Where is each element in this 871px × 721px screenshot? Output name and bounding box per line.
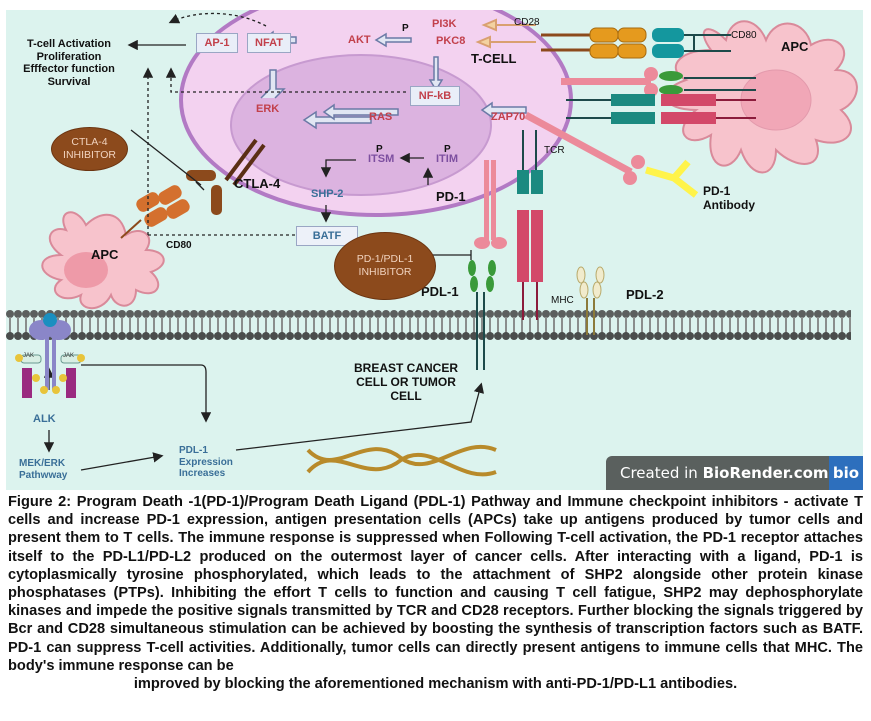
tcr-mhc-complex-vertical	[517, 130, 543, 320]
shp2-node: SHP-2	[311, 188, 344, 200]
biorender-watermark: Created in BioRender.com bio	[606, 456, 863, 490]
tumor-cell-membrane	[6, 310, 851, 340]
tcr-label: TCR	[544, 145, 565, 156]
ras-node: RAS	[369, 111, 393, 123]
outcomes-label: T-cell Activation Proliferation Efffecto…	[23, 38, 115, 88]
t-cell-label: T-CELL	[471, 51, 517, 66]
cd80-left-label: CD80	[166, 240, 192, 251]
jak-right-label: JAK	[63, 353, 75, 359]
cd80-left-ligand	[120, 185, 190, 239]
apc-top-label: APC	[781, 39, 809, 54]
p-itim-label: P	[444, 144, 451, 155]
ctla4-inhibitor: CTLA-4 INHIBITOR	[51, 127, 128, 171]
jak-receptor	[15, 313, 85, 398]
jak-left-label: JAK	[23, 353, 35, 359]
erk-node: ERK	[256, 103, 280, 115]
apc-left-label: APC	[91, 247, 119, 262]
akt-node: AKT	[348, 34, 371, 46]
biorender-logo-icon: bio	[829, 456, 863, 490]
caption-last-line: improved by blocking the aforementioned …	[133, 676, 738, 693]
dna-helix	[306, 444, 497, 477]
nfkb-node: NF-kB	[410, 86, 460, 106]
cd28-label: CD28	[514, 17, 540, 28]
pkc8-node: PKC8	[436, 35, 466, 47]
cd28-signal-arrows	[475, 18, 536, 49]
cd28-cd80-complex	[541, 27, 731, 59]
pathway-figure: T-cell Activation Proliferation Efffecto…	[6, 10, 863, 490]
itsm-node: ITSM	[368, 153, 395, 165]
pd1-label: PD-1	[436, 189, 466, 204]
pd1-antibody-label: PD-1 Antibody	[703, 184, 755, 212]
itim-node: ITIM	[436, 153, 458, 165]
pi3k-node: PI3K	[432, 18, 457, 30]
p-akt-label: P	[402, 23, 409, 34]
apc-top-right-cell	[665, 20, 858, 174]
ctla4-label: CTLA-4	[234, 176, 281, 191]
zap70-node: ZAP70	[491, 111, 526, 123]
pdl1-expression-increases: PDL-1 Expression Increases	[179, 445, 233, 479]
cd80-top-label: CD80	[731, 30, 757, 41]
ctla4-receptor	[186, 138, 266, 215]
pathway-diagram-graphics	[6, 10, 858, 477]
mek-erk-pathway: MEK/ERK Pathwway	[19, 458, 68, 481]
p-itsm-label: P	[376, 144, 383, 155]
tumor-cell-label: BREAST CANCER CELL OR TUMOR CELL	[353, 361, 458, 403]
apc-left-cell	[41, 211, 165, 310]
pd1-antibody-shape	[645, 159, 699, 198]
caption-body: Figure 2: Program Death -1(PD-1)/Program…	[8, 494, 863, 674]
nfat-node: NFAT	[247, 33, 291, 53]
pdl2-label: PDL-2	[626, 287, 664, 302]
pdl2-ligand	[576, 266, 605, 335]
pdl1-ligand	[468, 260, 496, 370]
figure-caption: Figure 2: Program Death -1(PD-1)/Program…	[8, 493, 863, 693]
ap1-node: AP-1	[196, 33, 238, 53]
pd1-receptor-top	[561, 67, 756, 97]
mhc-label: MHC	[551, 295, 574, 306]
connector-lines	[43, 12, 484, 471]
pd1-receptor-vertical	[474, 160, 507, 249]
tcr-mhc-complex-top	[566, 94, 756, 124]
alk-node: ALK	[33, 413, 56, 425]
pd1-pdl1-inhibitor: PD-1/PDL-1 INHIBITOR	[334, 232, 436, 300]
pdl1-label: PDL-1	[421, 284, 459, 299]
